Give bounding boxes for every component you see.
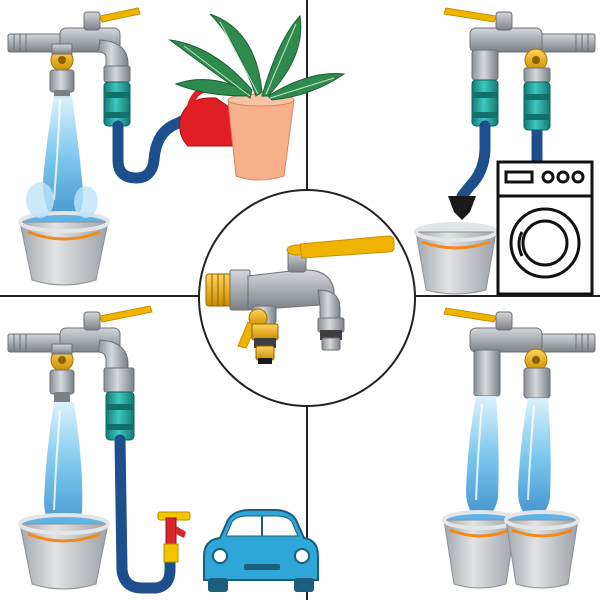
hose-icon xyxy=(114,434,176,594)
bucket-icon xyxy=(504,510,580,589)
tap-icon xyxy=(443,307,596,399)
tap-icon xyxy=(443,7,596,83)
bucket-icon xyxy=(442,510,518,589)
hose-icon xyxy=(112,112,194,184)
scene-bucket-and-washer xyxy=(414,7,596,296)
tap-icon xyxy=(7,305,153,402)
scene-two-buckets xyxy=(442,307,596,589)
bucket-icon xyxy=(18,513,110,590)
washing-machine-icon xyxy=(496,160,594,296)
hose-icon xyxy=(456,120,491,202)
water-stream-icon xyxy=(43,96,83,223)
potted-plant-icon xyxy=(168,13,346,181)
water-stream-icon xyxy=(518,398,551,518)
tap-icon xyxy=(7,7,141,98)
water-stream-icon xyxy=(466,396,499,518)
scene-bucket-and-plant xyxy=(7,7,346,286)
hose-nozzle-icon xyxy=(448,196,476,220)
dual-outlet-tap-icon xyxy=(205,235,395,364)
scene-bucket-and-car xyxy=(7,305,319,594)
bucket-icon xyxy=(414,222,498,295)
hose-connector-icon xyxy=(105,391,135,441)
car-icon xyxy=(203,509,319,592)
water-stream-icon xyxy=(44,402,83,533)
bucket-icon xyxy=(18,182,110,286)
spray-gun-icon xyxy=(157,511,191,563)
hose-connector-icon xyxy=(523,81,551,131)
hose-connector-icon xyxy=(471,79,499,127)
hose-connector-icon xyxy=(103,81,131,127)
